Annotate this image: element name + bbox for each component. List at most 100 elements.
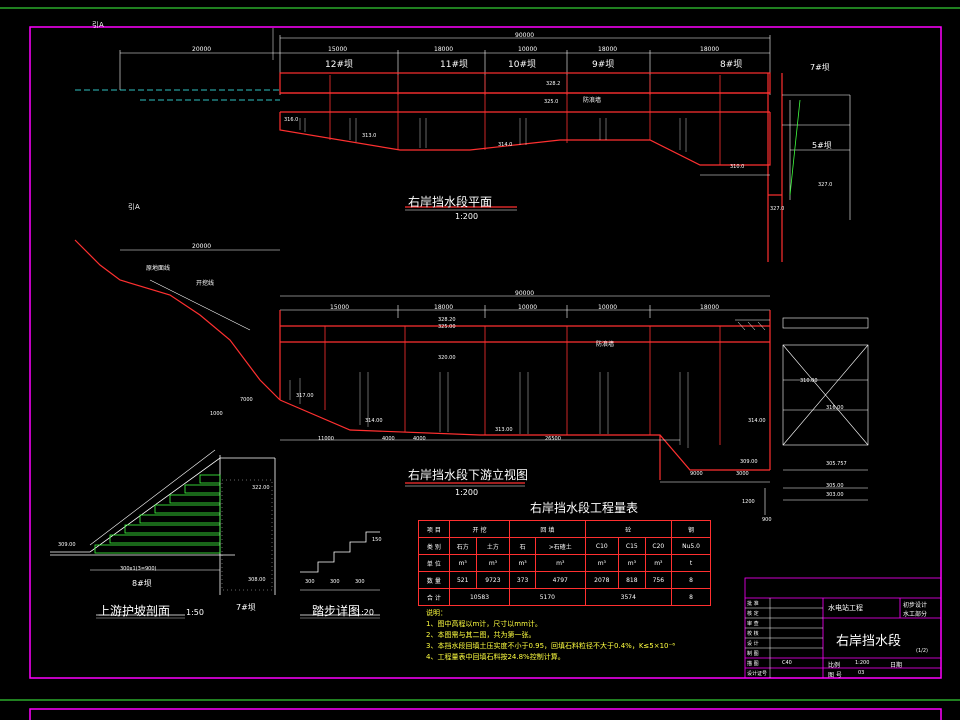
table-cell: 单 位 bbox=[418, 554, 450, 572]
plan-total-dim: 90000 bbox=[515, 32, 535, 39]
elev-seg-dim-3: 10000 bbox=[518, 304, 538, 311]
title-block bbox=[744, 577, 942, 679]
elev-dim-misc-2: 1000 bbox=[210, 411, 223, 417]
elev-label-wall: 防浪墙 bbox=[596, 341, 615, 348]
table-cell: 石方 bbox=[448, 537, 477, 555]
elev-elev-12: 305.00 bbox=[826, 483, 844, 489]
table-cell: 2078 bbox=[584, 571, 620, 589]
elev-dim-misc-5: 900 bbox=[762, 517, 772, 523]
table-row: 项 目 开 挖 回 填 砼 钢 bbox=[418, 520, 711, 538]
elevation-scale: 1:200 bbox=[455, 488, 479, 497]
table-cell: 10583 bbox=[448, 588, 511, 606]
notes-block: 说明： 1、图中高程以m计，尺寸以mm计。 2、本图需与其二图，共为第一张。 3… bbox=[426, 608, 675, 663]
table-cell: 数 量 bbox=[418, 571, 450, 589]
detail-dim-1: 300 bbox=[305, 579, 315, 585]
elev-elev-3: 320.00 bbox=[438, 355, 456, 361]
elev-elev-6: 313.00 bbox=[495, 427, 513, 433]
table-cell: m³ bbox=[644, 554, 673, 572]
detail-title: 踏步详图 bbox=[312, 604, 361, 618]
title-block-row-label: 设 计 bbox=[747, 641, 759, 647]
plan-seg-label-5: 8#坝 bbox=[720, 60, 743, 70]
table-cell: C15 bbox=[618, 537, 646, 555]
table-cell: 9723 bbox=[475, 571, 511, 589]
plan-right-label-top: 7#坝 bbox=[810, 63, 830, 72]
step-detail bbox=[300, 531, 380, 619]
elev-elev-1: 328.20 bbox=[438, 317, 456, 323]
table-cell: m³ bbox=[475, 554, 511, 572]
table-cell: 回 填 bbox=[509, 520, 586, 538]
title-block-row-label: 制 图 bbox=[747, 651, 759, 657]
table-cell: 8 bbox=[671, 588, 711, 606]
title-block-sheet: (1/2) bbox=[916, 648, 928, 654]
table-cell: m³ bbox=[509, 554, 536, 572]
elev-elev-8: 309.00 bbox=[740, 459, 758, 465]
table-cell: 类 别 bbox=[418, 537, 450, 555]
title-block-row-label: 设计证号 bbox=[747, 671, 768, 677]
elev-seg-dim-4: 10000 bbox=[598, 304, 618, 311]
elev-seg-dim-1: 15000 bbox=[330, 304, 350, 311]
plan-seg-label-4: 9#坝 bbox=[592, 60, 615, 70]
plan-title: 右岸挡水段平面 bbox=[408, 195, 493, 209]
elev-dim-misc-4: 1200 bbox=[742, 499, 755, 505]
plan-elev-3: 314.0 bbox=[498, 142, 513, 148]
detail-label: 7#坝 bbox=[236, 603, 256, 612]
detail-dim-2: 300 bbox=[330, 579, 340, 585]
table-cell: 5170 bbox=[509, 588, 586, 606]
table-cell: Nu5.0 bbox=[671, 537, 711, 555]
table-cell: t bbox=[671, 554, 711, 572]
plan-elev-2: 313.0 bbox=[362, 133, 377, 139]
elev-elev-2: 325.00 bbox=[438, 324, 456, 330]
plan-left-dim: 20000 bbox=[192, 46, 212, 53]
plan-seg-dim-2: 18000 bbox=[434, 46, 454, 53]
elev-label-excavation: 开挖线 bbox=[196, 280, 215, 287]
elev-left-dim: 20000 bbox=[192, 243, 212, 250]
title-block-row-label: 校 核 bbox=[747, 631, 759, 637]
title-block-drawing-title: 右岸挡水段 bbox=[836, 634, 902, 649]
table-cell: 521 bbox=[448, 571, 477, 589]
elev-dim-misc-3: 3000 bbox=[736, 471, 749, 477]
plan-scale: 1:200 bbox=[455, 212, 479, 221]
title-block-no-label: 图 号 bbox=[828, 672, 842, 679]
table-row: 单 位 m³ m³ m³ m³ m³ m³ m³ t bbox=[418, 554, 711, 572]
title-block-project: 水电站工程 bbox=[828, 604, 863, 612]
table-cell: 818 bbox=[618, 571, 646, 589]
table-cell: 373 bbox=[509, 571, 536, 589]
elev-bot-dim-2: 4000 bbox=[382, 436, 395, 442]
plan-seg-label-2: 11#坝 bbox=[440, 60, 468, 70]
note-item: 3、本挡水段回填土压实度不小于0.95，回填石料粒径不大于0.4%，K≤5×10… bbox=[426, 642, 676, 650]
elev-elev-5: 314.00 bbox=[365, 418, 383, 424]
table-cell: m³ bbox=[448, 554, 477, 572]
plan-seg-dim-3: 10000 bbox=[518, 46, 538, 53]
table-cell: 4797 bbox=[534, 571, 586, 589]
plan-elev-8: 327.0 bbox=[818, 182, 833, 188]
table-cell: 8 bbox=[671, 571, 711, 589]
title-block-scale-value: 1:200 bbox=[855, 660, 870, 666]
table-row: 合 计 10583 5170 3574 8 bbox=[418, 588, 711, 606]
title-block-scale-label: 比例 bbox=[828, 662, 841, 669]
title-block-type: 水工部分 bbox=[903, 611, 928, 618]
notes-heading: 说明： bbox=[426, 609, 447, 617]
table-cell: 钢 bbox=[671, 520, 711, 538]
title-block-date-label: 日期 bbox=[890, 662, 903, 669]
elev-label-terrain: 原地面线 bbox=[146, 265, 171, 272]
table-cell: 开 挖 bbox=[448, 520, 511, 538]
plan-seg-label-3: 10#坝 bbox=[508, 60, 536, 70]
note-item: 1、图中高程以m计，尺寸以mm计。 bbox=[426, 620, 542, 628]
table-cell: 石 bbox=[509, 537, 536, 555]
elev-seg-dim-5: 18000 bbox=[700, 304, 720, 311]
section-scale: 1:50 bbox=[186, 608, 204, 617]
table-cell: 项 目 bbox=[418, 520, 450, 538]
plan-seg-dim-4: 18000 bbox=[598, 46, 618, 53]
table-cell: 756 bbox=[644, 571, 673, 589]
section-title: 上游护坡剖面 bbox=[98, 604, 171, 618]
elev-elev-13: 303.00 bbox=[826, 492, 844, 498]
plan-elev-5: 325.0 bbox=[544, 99, 559, 105]
title-block-stage: 初步设计 bbox=[903, 602, 928, 609]
plan-ref-mid: 引A bbox=[128, 203, 140, 211]
section-elev-3: 308.00 bbox=[248, 577, 266, 583]
table-cell: 砼 bbox=[584, 520, 673, 538]
slope-section bbox=[50, 449, 276, 619]
table-cell: 3574 bbox=[584, 588, 673, 606]
